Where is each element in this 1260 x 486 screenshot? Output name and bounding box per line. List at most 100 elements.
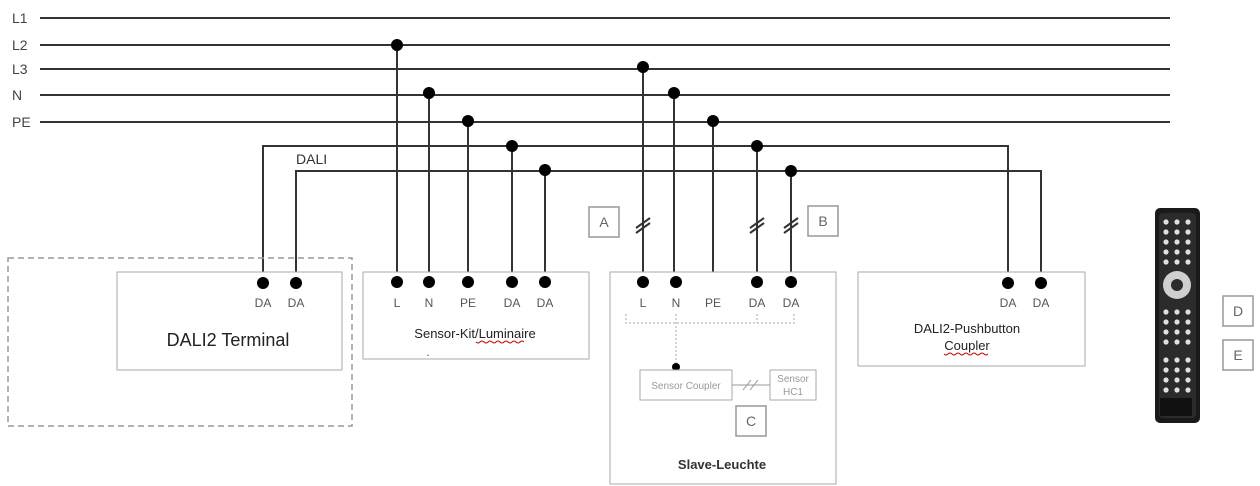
- remote-button: [1163, 377, 1169, 383]
- slave-drops: [642, 67, 792, 282]
- sensor-hc1-line1: Sensor: [777, 374, 809, 385]
- slave-terminal-l: L: [640, 296, 647, 310]
- sensor-kit-terminal-da-2: DA: [537, 296, 554, 310]
- node-n-slave: [668, 87, 680, 99]
- label-l2: L2: [12, 37, 28, 53]
- terminal-dashed-outline: [7, 257, 353, 427]
- remote-button: [1174, 329, 1180, 335]
- remote-button: [1174, 357, 1180, 363]
- pushbutton-title-line2: Coupler: [944, 338, 990, 353]
- sensor-kit-terminal-l: L: [394, 296, 401, 310]
- svg-text:B: B: [818, 213, 827, 229]
- sensor-coupler-box: [639, 369, 733, 401]
- sensor-kit-terminal-n: N: [425, 296, 434, 310]
- sensor-hc1-box: [769, 369, 817, 401]
- terminal-da-2: DA: [288, 296, 305, 310]
- remote-button: [1163, 387, 1169, 393]
- pushbutton-title-line1: DALI2-Pushbutton: [914, 321, 1020, 336]
- remote-button: [1174, 249, 1180, 255]
- node-dali2: [539, 164, 551, 176]
- sensor-kit-group: L N PE DA DA Sensor-Kit/Luminaire .: [362, 271, 590, 360]
- dali2-terminal-box: [116, 271, 343, 371]
- sensor-kit-title: Sensor-Kit/Luminaire: [414, 326, 535, 341]
- pushbutton-terminal-da-1: DA: [1000, 296, 1017, 310]
- remote-button: [1185, 339, 1191, 345]
- marker-e: E: [1222, 339, 1254, 371]
- remote-button: [1185, 219, 1191, 225]
- marker-b: B: [807, 205, 839, 237]
- remote-button: [1163, 239, 1169, 245]
- remote-button: [1163, 357, 1169, 363]
- remote-button: [1185, 249, 1191, 255]
- remote-button: [1163, 319, 1169, 325]
- remote-button: [1174, 339, 1180, 345]
- pushbutton-box: [857, 271, 1086, 367]
- label-l1: L1: [12, 10, 28, 26]
- dali-line-2: [295, 170, 1042, 283]
- remote-control-icon: [1155, 208, 1200, 423]
- junction-nodes: [391, 39, 797, 177]
- dali-bus: DALI: [262, 145, 1042, 283]
- marker-a: A: [588, 206, 620, 238]
- remote-button: [1174, 377, 1180, 383]
- marker-c: C: [735, 405, 767, 437]
- spellcheck-underline-2: [943, 352, 989, 356]
- sensor-kit-box: [362, 271, 590, 360]
- remote-button: [1163, 309, 1169, 315]
- remote-button: [1163, 219, 1169, 225]
- node-dali1: [506, 140, 518, 152]
- svg-text:E: E: [1233, 347, 1242, 363]
- node-dali2-slave: [785, 165, 797, 177]
- remote-button: [1174, 219, 1180, 225]
- remote-button: [1163, 249, 1169, 255]
- node-n: [423, 87, 435, 99]
- sensor-hc1-line2: HC1: [783, 387, 803, 398]
- label-l3: L3: [12, 61, 28, 77]
- remote-button: [1185, 239, 1191, 245]
- remote-button: [1174, 239, 1180, 245]
- remote-button: [1185, 319, 1191, 325]
- pushbutton-terminal-da-2: DA: [1033, 296, 1050, 310]
- label-n: N: [12, 87, 22, 103]
- remote-button: [1185, 377, 1191, 383]
- node-l3: [637, 61, 649, 73]
- remote-button: [1185, 367, 1191, 373]
- remote-button: [1185, 357, 1191, 363]
- remote-button: [1163, 367, 1169, 373]
- remote-button: [1163, 339, 1169, 345]
- break-marks: [635, 217, 799, 234]
- remote-button: [1174, 387, 1180, 393]
- slave-terminal-da-2: DA: [783, 296, 800, 310]
- slave-terminal-pe: PE: [705, 296, 721, 310]
- sensor-kit-terminal-pe: PE: [460, 296, 476, 310]
- slave-terminal-n: N: [672, 296, 681, 310]
- remote-button: [1163, 229, 1169, 235]
- remote-button: [1185, 259, 1191, 265]
- internal-bus: [625, 314, 795, 324]
- sensor-kit-footnote: .: [426, 345, 429, 359]
- remote-button: [1174, 319, 1180, 325]
- bus-labels: L1 L2 L3 N PE: [12, 10, 31, 130]
- marker-d: D: [1222, 295, 1254, 327]
- node-dali1-slave: [751, 140, 763, 152]
- remote-button: [1185, 229, 1191, 235]
- slave-terminal-da-1: DA: [749, 296, 766, 310]
- sensor-kit-drops: [396, 45, 546, 282]
- remote-button: [1174, 309, 1180, 315]
- svg-text:D: D: [1233, 303, 1243, 319]
- remote-button: [1185, 387, 1191, 393]
- remote-button: [1185, 329, 1191, 335]
- dali-line-1: [262, 145, 1009, 283]
- label-pe: PE: [12, 114, 31, 130]
- remote-button: [1174, 229, 1180, 235]
- remote-button: [1163, 329, 1169, 335]
- node-l2: [391, 39, 403, 51]
- remote-button: [1163, 259, 1169, 265]
- remote-button: [1174, 367, 1180, 373]
- spellcheck-underline: [475, 340, 525, 344]
- remote-button: [1174, 259, 1180, 265]
- remote-button: [1185, 309, 1191, 315]
- bus-lines: [40, 17, 1170, 123]
- svg-text:A: A: [599, 214, 609, 230]
